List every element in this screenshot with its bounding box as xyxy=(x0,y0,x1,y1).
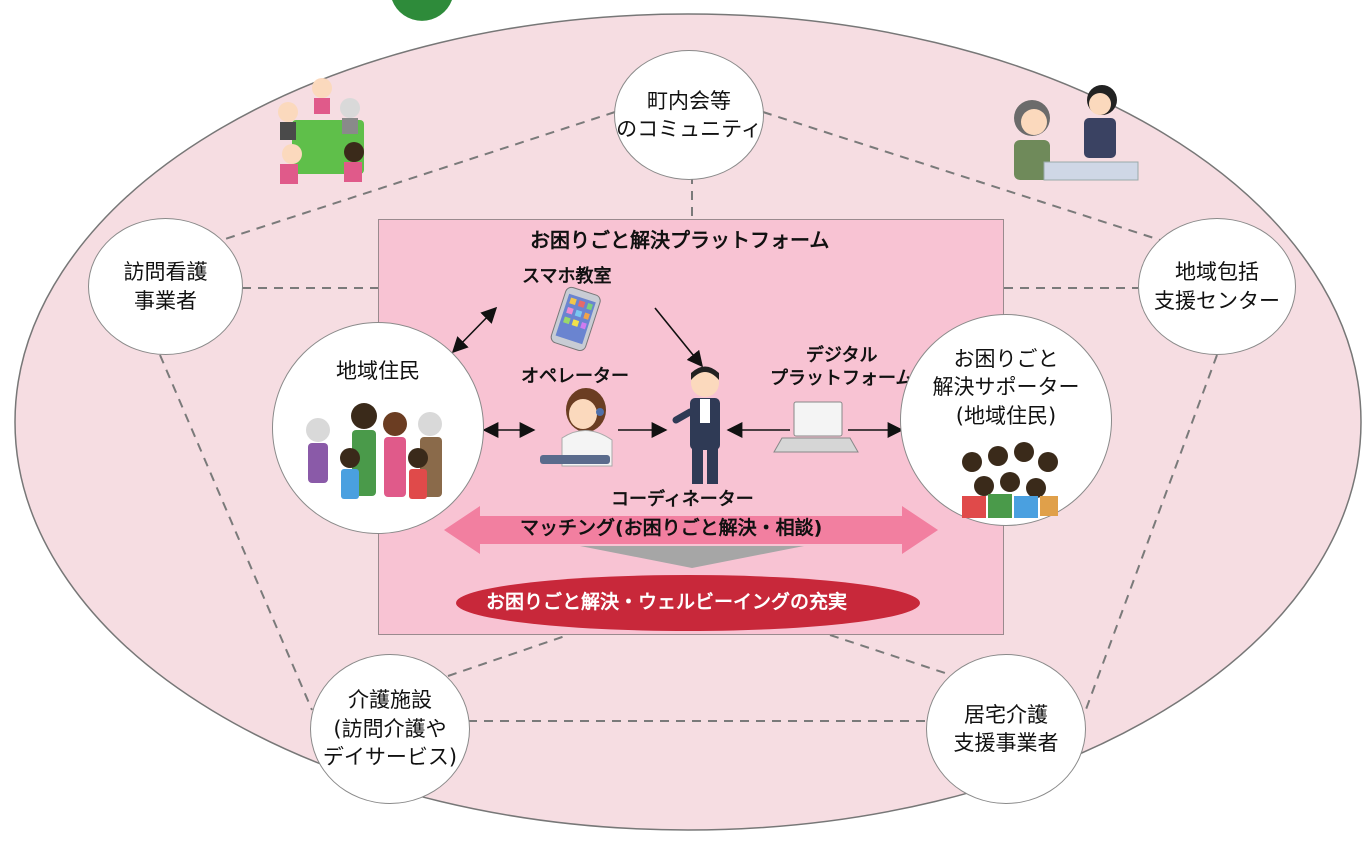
operator-illustration xyxy=(540,388,613,467)
logo-fragment xyxy=(392,0,452,21)
node-problem-solving-supporters-label: お困りごと 解決サポーター (地域住民) xyxy=(932,347,1080,428)
result-triangle xyxy=(580,546,804,568)
smartphone-class-label: スマホ教室 xyxy=(522,266,612,287)
outcome-label: お困りごと解決・ウェルビーイングの充実 xyxy=(486,591,848,613)
node-home-care-support: 居宅介護 支援事業者 xyxy=(926,654,1086,804)
platform-title: お困りごと解決プラットフォーム xyxy=(530,228,830,252)
consultation-illustration xyxy=(1014,85,1139,181)
digital-platform-label: デジタル プラットフォーム xyxy=(770,345,914,389)
matching-arrow xyxy=(444,506,938,554)
node-visiting-nursing: 訪問看護 事業者 xyxy=(88,218,243,355)
residents-family-illustration xyxy=(306,403,442,499)
coordinator-illustration xyxy=(672,366,720,484)
node-care-facility: 介護施設 (訪問介護や デイサービス) xyxy=(310,654,470,804)
smartphone-illustration xyxy=(550,286,601,352)
node-local-residents-label: 地域住民 xyxy=(336,359,420,383)
matching-label: マッチング(お困りごと解決・相談) xyxy=(520,517,823,539)
node-comprehensive-support-center-label: 地域包括 支援センター xyxy=(1154,260,1280,313)
operator-label: オペレーター xyxy=(521,366,629,387)
connector-lines xyxy=(159,111,1218,722)
node-visiting-nursing-label: 訪問看護 事業者 xyxy=(123,260,208,313)
node-community: 町内会等 のコミュニティ xyxy=(614,50,764,180)
flow-arrows xyxy=(451,306,904,438)
supporters-crowd-illustration xyxy=(962,442,1058,518)
coordinator-label: コーディネーター xyxy=(611,489,754,510)
node-care-facility-label: 介護施設 (訪問介護や デイサービス) xyxy=(322,688,458,770)
node-comprehensive-support-center: 地域包括 支援センター xyxy=(1138,218,1296,355)
community-meeting-illustration xyxy=(278,78,364,184)
outcome-ellipse xyxy=(456,575,920,631)
laptop-illustration xyxy=(773,401,859,453)
node-community-label: 町内会等 のコミュニティ xyxy=(616,88,762,141)
node-home-care-support-label: 居宅介護 支援事業者 xyxy=(953,702,1059,755)
